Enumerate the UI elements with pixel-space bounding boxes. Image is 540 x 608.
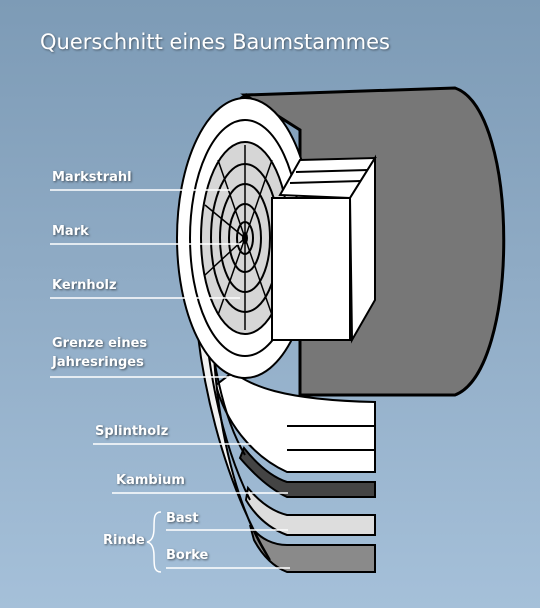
label-borke: Borke: [166, 548, 209, 563]
wedge-face: [271, 197, 351, 341]
cambium-sheet: [238, 446, 376, 498]
label-kernholz: Kernholz: [52, 278, 117, 293]
pointer-lines: [50, 189, 290, 569]
wedge-ring-2: [289, 180, 362, 184]
diagram-title: Querschnitt eines Baumstammes: [40, 30, 390, 54]
medullary-rays: [204, 145, 273, 330]
label-rinde: Rinde: [103, 533, 145, 548]
label-bast: Bast: [166, 511, 199, 526]
label-grenze-line1: Grenze eines: [52, 336, 148, 351]
label-mark: Mark: [52, 224, 89, 239]
borke-sheet: [249, 524, 376, 573]
wedge-ring-1: [295, 169, 369, 173]
rinde-bracket: [146, 511, 162, 573]
bast-sheet: [244, 485, 376, 536]
wedge-side: [348, 154, 376, 344]
label-kambium: Kambium: [116, 473, 185, 488]
label-splintholz: Splintholz: [95, 424, 169, 439]
label-grenze-line2: Jahresringes: [52, 355, 144, 370]
label-markstrahl: Markstrahl: [52, 170, 132, 185]
